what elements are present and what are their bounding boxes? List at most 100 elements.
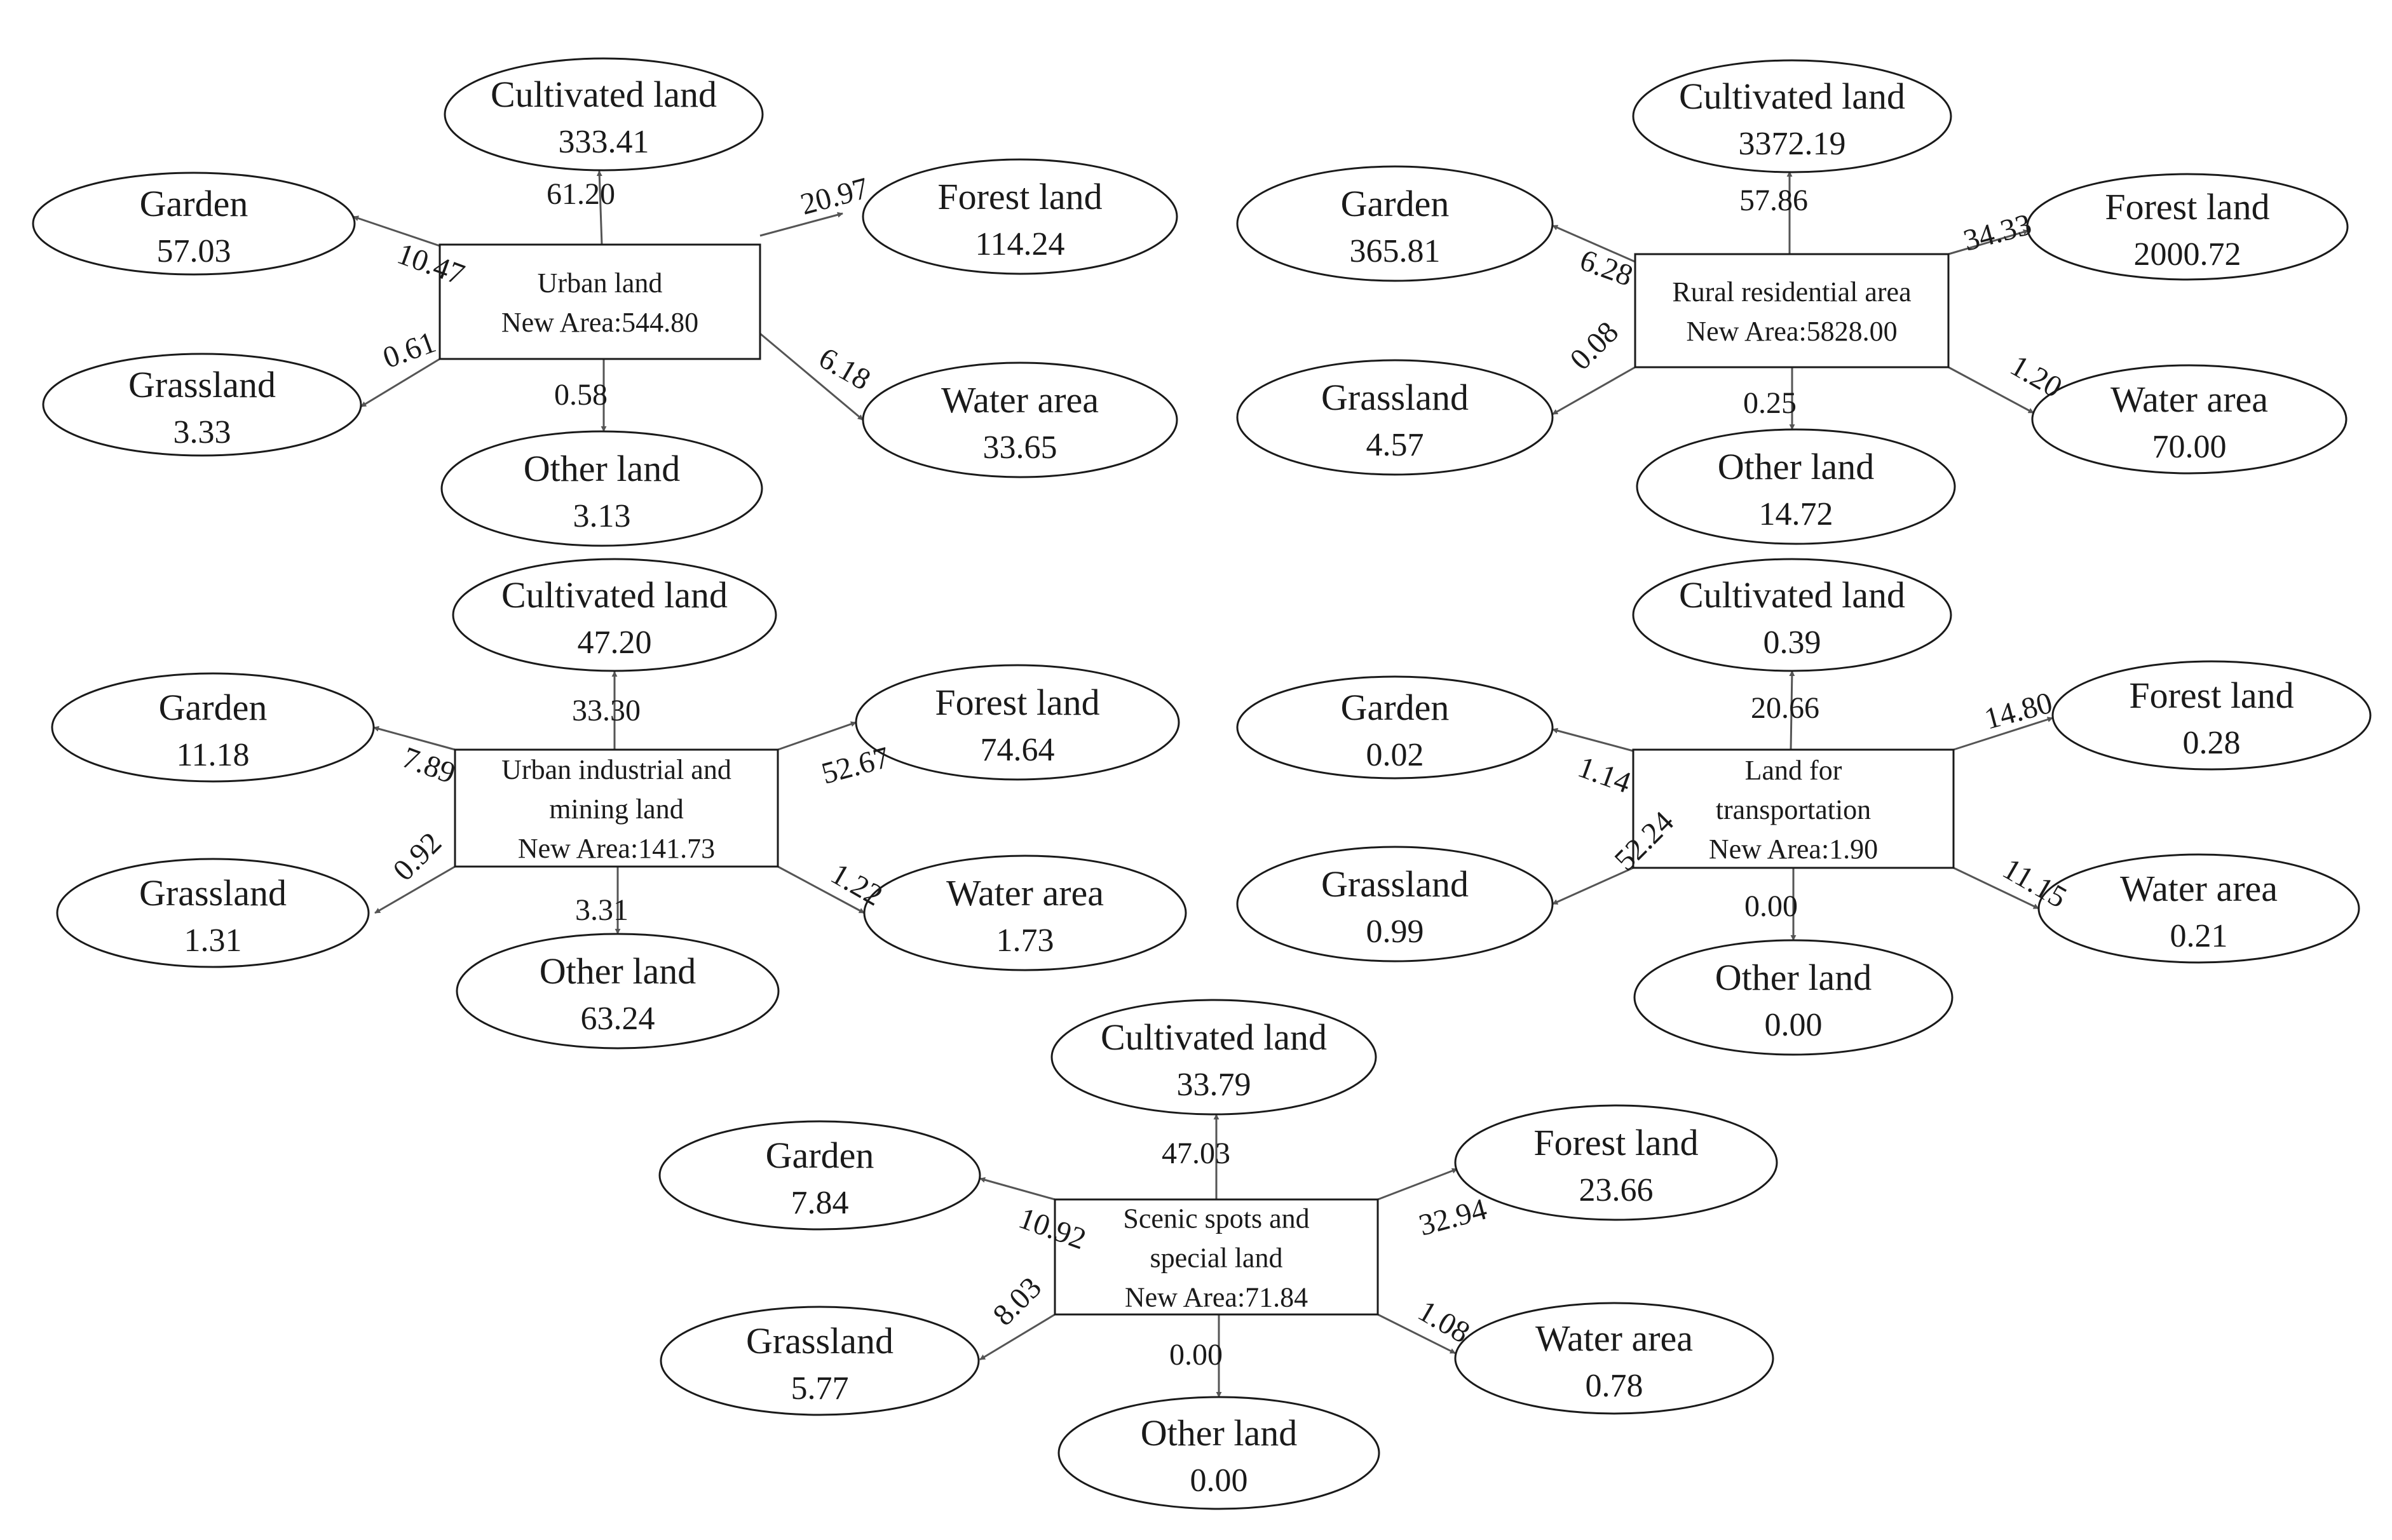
flow-value-label: 3.31: [575, 893, 629, 927]
land-type-value: 0.39: [1763, 625, 1821, 661]
new-area-label: New Area:71.84: [1125, 1282, 1308, 1313]
flow-arrow: [1953, 867, 2039, 910]
flow-arrow: [1377, 1313, 1456, 1354]
flow-value-label: 0.08: [1563, 315, 1625, 377]
center-land-name: special land: [1150, 1243, 1283, 1274]
land-type-ellipse: [456, 933, 780, 1050]
land-type-ellipse: [32, 172, 356, 276]
flow-arrow: [1552, 366, 1636, 415]
flow-arrow: [1948, 229, 2029, 255]
land-type-value: 3.33: [173, 414, 231, 450]
new-area-label: New Area:544.80: [501, 307, 698, 338]
land-type-value: 33.79: [1177, 1067, 1251, 1103]
flow-value-label: 8.03: [986, 1271, 1048, 1332]
flow-value-label: 1.14: [1573, 750, 1635, 800]
center-land-box: [1054, 1198, 1379, 1316]
land-type-value: 1.73: [996, 922, 1054, 959]
land-type-name: Forest land: [937, 176, 1102, 217]
land-type-ellipse: [862, 361, 1178, 478]
flow-value-label: 32.94: [1415, 1192, 1490, 1242]
land-type-name: Cultivated land: [501, 574, 728, 616]
flow-arrow: [374, 865, 456, 914]
land-type-value: 7.84: [791, 1185, 849, 1221]
center-land-name: Urban industrial and: [501, 754, 731, 785]
land-type-ellipse: [1050, 999, 1377, 1116]
land-type-value: 114.24: [975, 226, 1064, 262]
flow-value-label: 33.30: [572, 694, 641, 727]
land-type-ellipse: [1454, 1104, 1778, 1221]
land-type-name: Water area: [941, 379, 1099, 421]
land-type-ellipse: [1632, 59, 1952, 173]
land-type-name: Other land: [1718, 446, 1874, 487]
center-land-box: [1632, 748, 1955, 869]
center-land-name: Rural residential area: [1672, 276, 1911, 307]
new-area-label: New Area:141.73: [518, 833, 715, 864]
land-type-ellipse: [1633, 939, 1954, 1056]
land-type-name: Forest land: [935, 682, 1099, 723]
flow-value-label: 0.61: [379, 325, 440, 375]
land-type-name: Cultivated land: [1679, 76, 1905, 117]
flow-value-label: 0.00: [1169, 1338, 1223, 1372]
center-land-box: [1634, 253, 1950, 368]
land-type-name: Water area: [946, 872, 1104, 914]
flow-arrow: [353, 215, 440, 247]
land-type-value: 0.21: [2170, 918, 2228, 954]
land-type-value: 23.66: [1579, 1172, 1654, 1208]
land-type-name: Water area: [2120, 868, 2278, 909]
flow-arrow: [1948, 366, 2034, 414]
flow-arrow: [979, 1177, 1056, 1201]
land-type-value: 74.64: [981, 732, 1055, 768]
flow-arrow: [596, 170, 603, 245]
land-type-ellipse: [855, 664, 1180, 781]
land-type-value: 0.00: [1190, 1462, 1248, 1499]
flow-value-label: 6.28: [1575, 243, 1637, 294]
conversion-diagram: Cultivated land3372.19Garden365.81Forest…: [1236, 59, 2349, 545]
land-type-value: 2000.72: [2134, 236, 2241, 273]
land-type-value: 0.78: [1586, 1368, 1643, 1404]
land-type-value: 63.24: [581, 1001, 655, 1037]
flow-value-label: 20.97: [797, 171, 872, 221]
center-land-name: Land for: [1745, 755, 1842, 786]
flow-arrow: [1552, 224, 1636, 263]
land-type-ellipse: [440, 430, 763, 547]
land-type-ellipse: [1057, 1396, 1380, 1510]
land-type-value: 14.72: [1759, 496, 1833, 532]
flow-arrow: [1953, 717, 2053, 751]
land-type-name: Forest land: [2105, 186, 2269, 227]
land-type-name: Other land: [1141, 1412, 1297, 1454]
land-type-value: 11.18: [176, 737, 249, 773]
land-type-name: Other land: [1715, 957, 1872, 998]
new-area-label: New Area:1.90: [1709, 834, 1878, 865]
land-type-name: Other land: [524, 448, 680, 489]
flow-value-label: 20.66: [1751, 691, 1819, 725]
land-type-name: Forest land: [2129, 675, 2293, 716]
land-type-ellipse: [56, 858, 370, 968]
land-type-value: 0.99: [1366, 914, 1424, 950]
center-land-box: [454, 748, 779, 868]
land-type-value: 5.77: [791, 1370, 849, 1407]
new-area-label: New Area:5828.00: [1686, 316, 1897, 347]
flow-arrow: [777, 721, 857, 751]
land-type-value: 3372.19: [1739, 126, 1846, 162]
flow-value-label: 6.18: [813, 341, 876, 397]
land-type-ellipse: [452, 558, 777, 672]
flow-arrow: [1552, 867, 1634, 905]
center-land-name: transportation: [1716, 794, 1871, 825]
land-type-name: Garden: [1341, 687, 1450, 728]
land-type-ellipse: [51, 672, 375, 783]
land-type-ellipse: [1236, 359, 1554, 476]
flow-arrow: [759, 332, 864, 421]
land-type-ellipse: [1454, 1302, 1774, 1415]
flow-value-label: 0.58: [554, 378, 608, 412]
land-type-name: Garden: [159, 687, 268, 728]
flow-arrow: [1789, 670, 1795, 750]
flow-value-label: 52.67: [818, 740, 893, 790]
land-type-value: 4.57: [1366, 427, 1424, 463]
flow-arrow: [979, 1313, 1056, 1361]
flow-value-label: 57.86: [1739, 184, 1808, 217]
land-type-ellipse: [1236, 675, 1554, 780]
land-type-ellipse: [2051, 660, 2372, 771]
